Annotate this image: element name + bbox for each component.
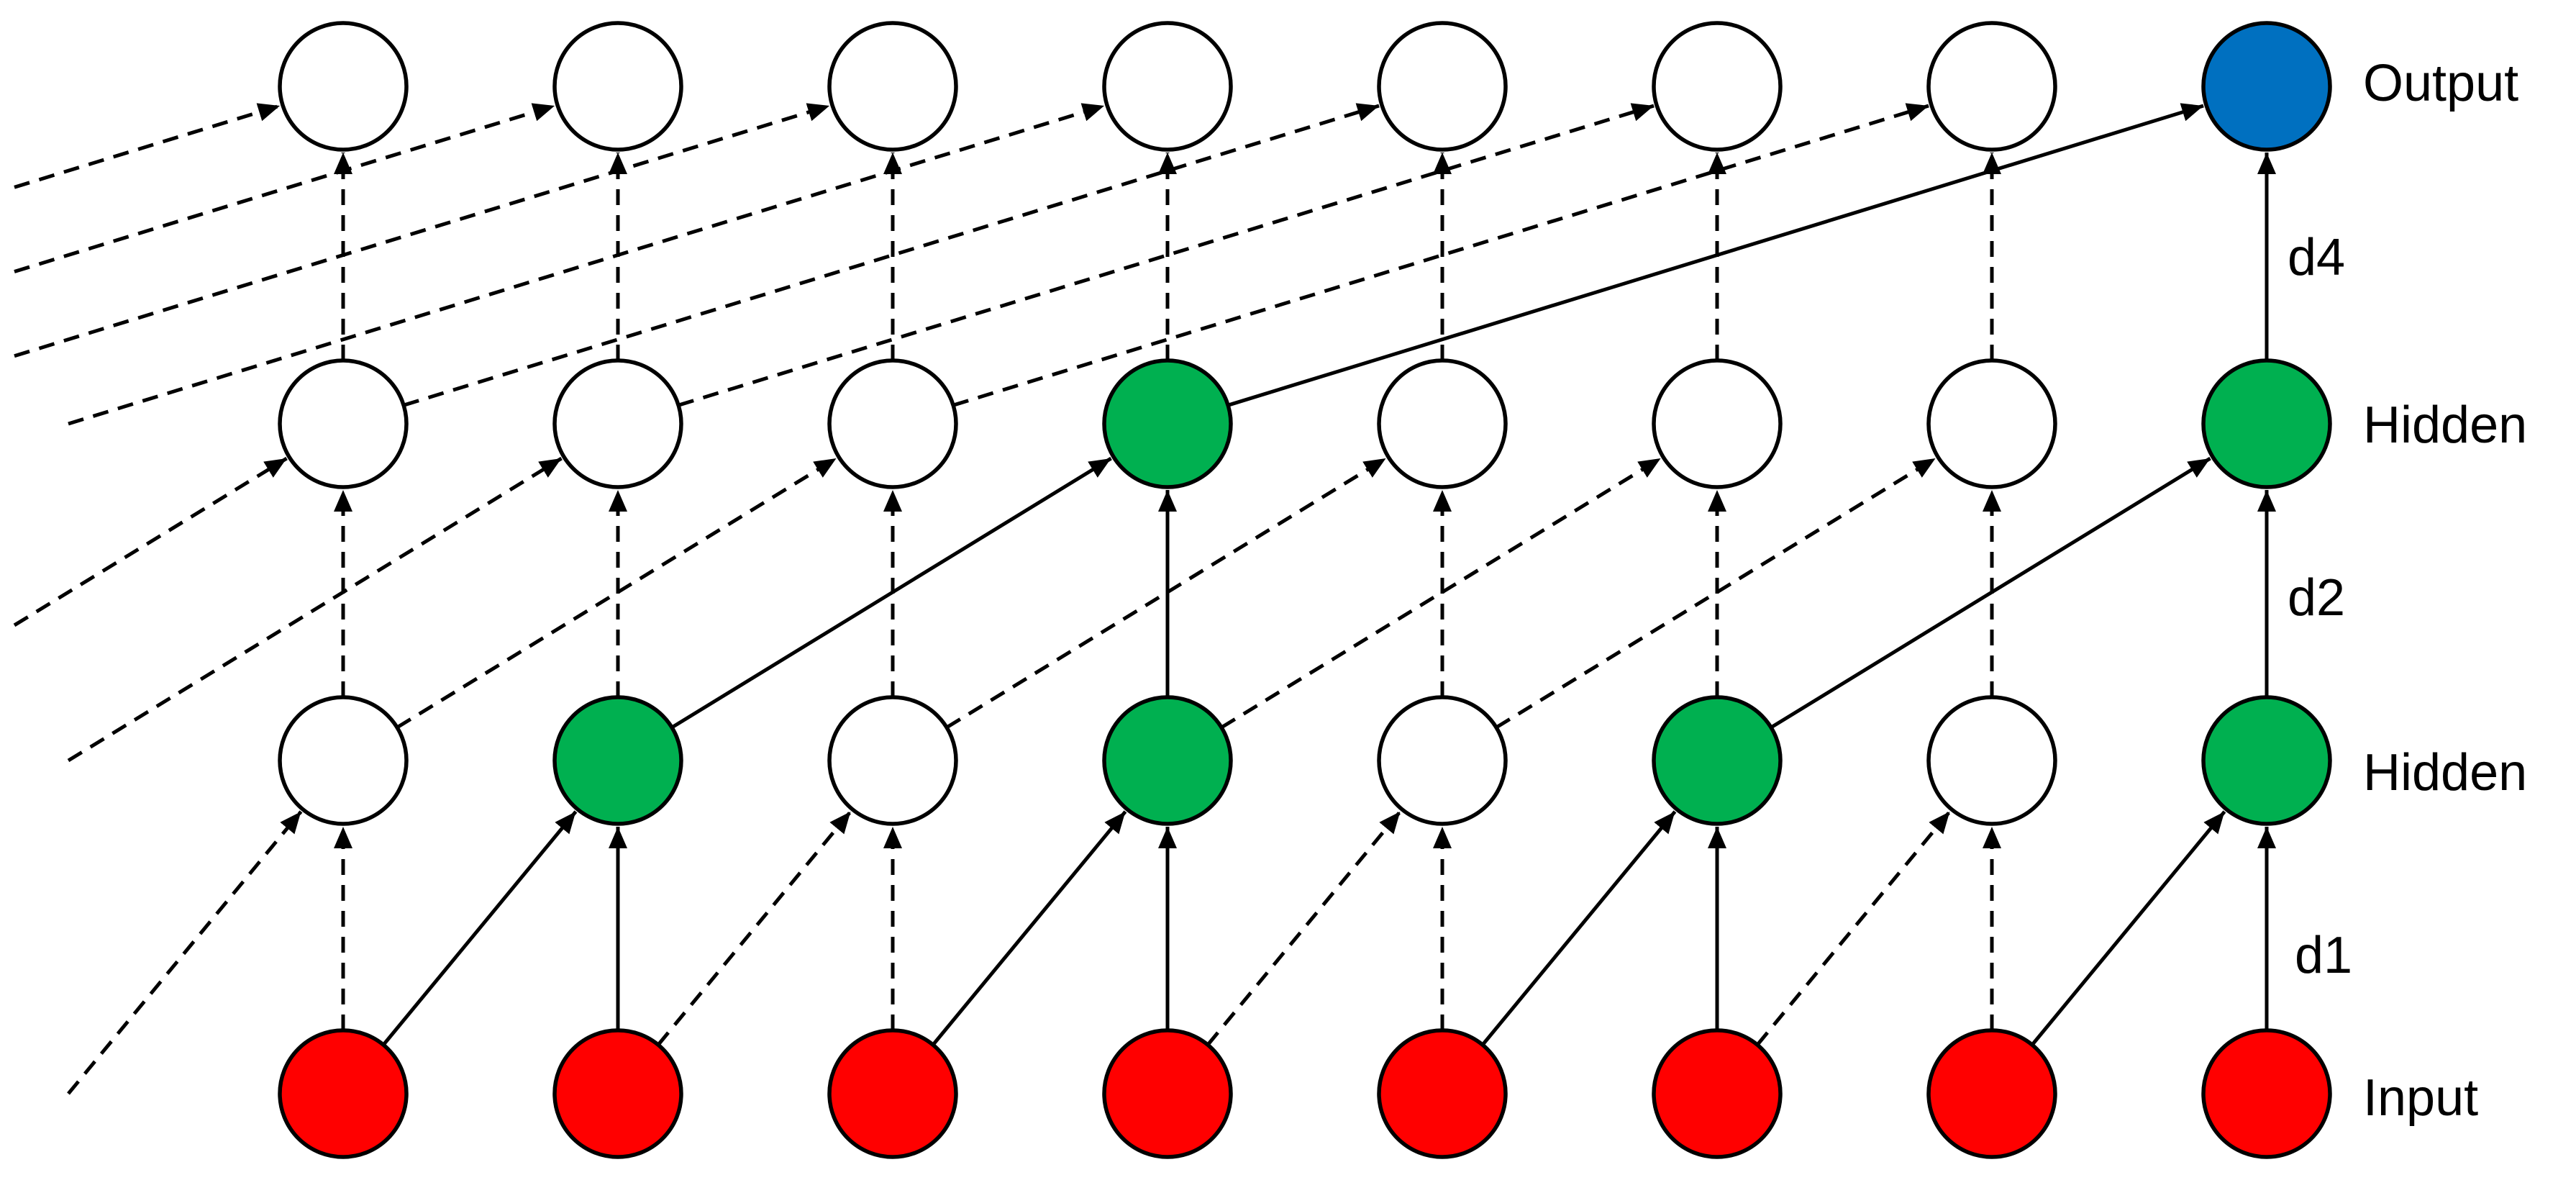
node-input-2	[827, 1028, 958, 1159]
node-input-3	[1102, 1028, 1233, 1159]
edge-hidden2-0-to-output-4	[403, 103, 1380, 407]
node-hidden2-4	[1377, 358, 1508, 489]
edge-offscreen-to-hidden1-0	[67, 810, 303, 1095]
node-output-1	[552, 21, 683, 152]
node-input-1	[552, 1028, 683, 1159]
edge-hidden1-0-to-hidden2-2	[396, 456, 837, 730]
node-hidden2-2	[827, 358, 958, 489]
edge-offscreen-to-output-1	[14, 103, 555, 273]
node-hidden2-1	[552, 358, 683, 489]
node-input-7	[2201, 1028, 2332, 1159]
nodes-group	[278, 21, 2332, 1159]
node-output-6	[1926, 21, 2057, 152]
node-hidden1-0	[278, 695, 409, 826]
node-input-0	[278, 1028, 409, 1159]
labels-group: Input Hidden Hidden Output d1 d2 d4	[2288, 55, 2527, 1127]
node-input-6	[1926, 1028, 2057, 1159]
edge-offscreen-to-output-0	[14, 103, 281, 189]
edge-input-0-to-hidden1-1	[382, 810, 578, 1046]
node-hidden1-1	[552, 695, 683, 826]
layer-label-output: Output	[2363, 55, 2518, 112]
edge-input-2-to-hidden1-3	[932, 810, 1127, 1046]
node-hidden2-5	[1652, 358, 1783, 489]
edge-input-1-to-hidden1-2	[657, 810, 852, 1046]
edge-offscreen-to-hidden2-0	[13, 456, 288, 627]
node-hidden2-0	[278, 358, 409, 489]
node-output-5	[1652, 21, 1783, 152]
edge-input-5-to-hidden1-6	[1756, 810, 1952, 1046]
node-hidden1-4	[1377, 695, 1508, 826]
node-output-7	[2201, 21, 2332, 152]
node-hidden2-3	[1102, 358, 1233, 489]
node-hidden1-7	[2201, 695, 2332, 826]
edges-group	[13, 103, 2276, 1095]
node-output-3	[1102, 21, 1233, 152]
edge-hidden1-4-to-hidden2-6	[1495, 456, 1936, 730]
edge-input-6-to-hidden1-7	[2031, 810, 2226, 1046]
node-input-4	[1377, 1028, 1508, 1159]
edge-hidden1-5-to-hidden2-7	[1770, 456, 2211, 730]
node-hidden2-6	[1926, 358, 2057, 489]
edge-offscreen-to-output-2	[14, 103, 830, 358]
edge-hidden1-3-to-hidden2-5	[1220, 456, 1662, 730]
node-output-0	[278, 21, 409, 152]
edge-hidden1-1-to-hidden2-3	[670, 456, 1112, 730]
node-hidden1-6	[1926, 695, 2057, 826]
dilation-label-d1: d1	[2295, 927, 2352, 984]
layer-label-hidden2: Hidden	[2363, 396, 2527, 454]
layer-label-hidden1: Hidden	[2363, 744, 2527, 802]
edge-hidden2-1-to-output-5	[678, 103, 1655, 407]
edge-offscreen-to-hidden2-1	[67, 456, 563, 763]
node-hidden2-7	[2201, 358, 2332, 489]
node-hidden1-5	[1652, 695, 1783, 826]
dilation-label-d4: d4	[2288, 229, 2345, 286]
dilation-label-d2: d2	[2288, 569, 2345, 627]
node-output-4	[1377, 21, 1508, 152]
edge-hidden2-3-to-output-7	[1227, 103, 2204, 407]
node-output-2	[827, 21, 958, 152]
edge-input-4-to-hidden1-5	[1481, 810, 1677, 1046]
node-hidden1-2	[827, 695, 958, 826]
edge-input-3-to-hidden1-4	[1206, 810, 1402, 1046]
node-input-5	[1652, 1028, 1783, 1159]
layer-label-input: Input	[2363, 1069, 2478, 1127]
node-hidden1-3	[1102, 695, 1233, 826]
edge-hidden2-2-to-output-6	[952, 103, 1929, 407]
edge-hidden1-2-to-hidden2-4	[945, 456, 1387, 730]
